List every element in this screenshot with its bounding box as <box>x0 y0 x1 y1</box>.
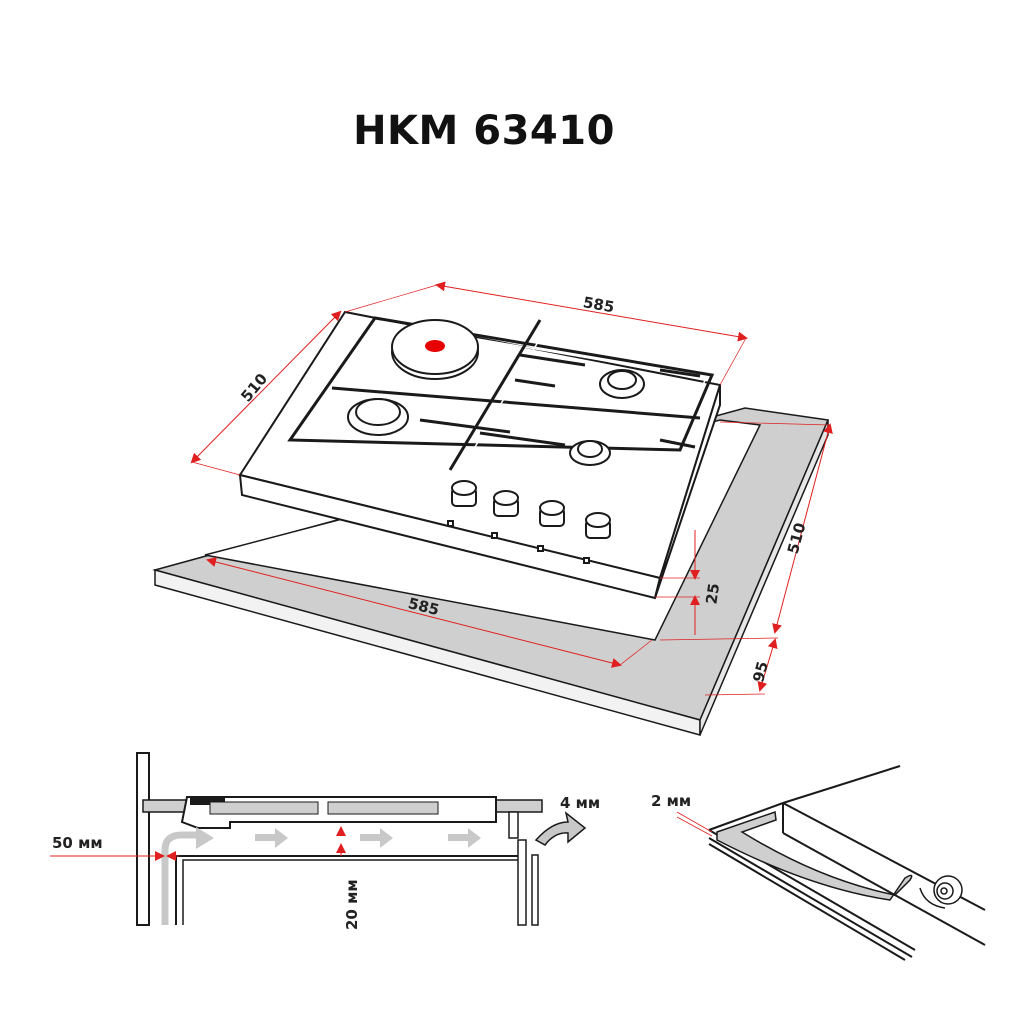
front-margin-label: 95 <box>749 659 772 684</box>
gas-burner-front-right <box>569 440 611 466</box>
knob-3 <box>537 500 565 552</box>
hob-depth-label: 510 <box>237 370 271 406</box>
wall-gap-label: 50 мм <box>52 834 103 852</box>
dimension-lines <box>190 281 833 696</box>
gas-burner-rear-right <box>599 369 645 399</box>
airflow-arrows <box>196 811 587 849</box>
air-gap-label: 20 мм <box>343 879 361 930</box>
electric-hotplate <box>391 319 479 380</box>
section-view: 50 мм 20 мм 4 мм <box>50 752 600 930</box>
gas-burner-front-left <box>347 398 409 436</box>
hob-height-label: 25 <box>702 582 723 605</box>
model-title: HKM 63410 <box>353 108 615 154</box>
seal-roll <box>919 875 963 909</box>
knob-1 <box>447 480 477 527</box>
seal-view: 2 мм <box>651 765 986 961</box>
hob-width-label: 585 <box>582 293 616 316</box>
knob-2 <box>491 490 519 539</box>
front-gap-label: 4 мм <box>560 794 600 812</box>
seal-thickness-label: 2 мм <box>651 792 691 810</box>
